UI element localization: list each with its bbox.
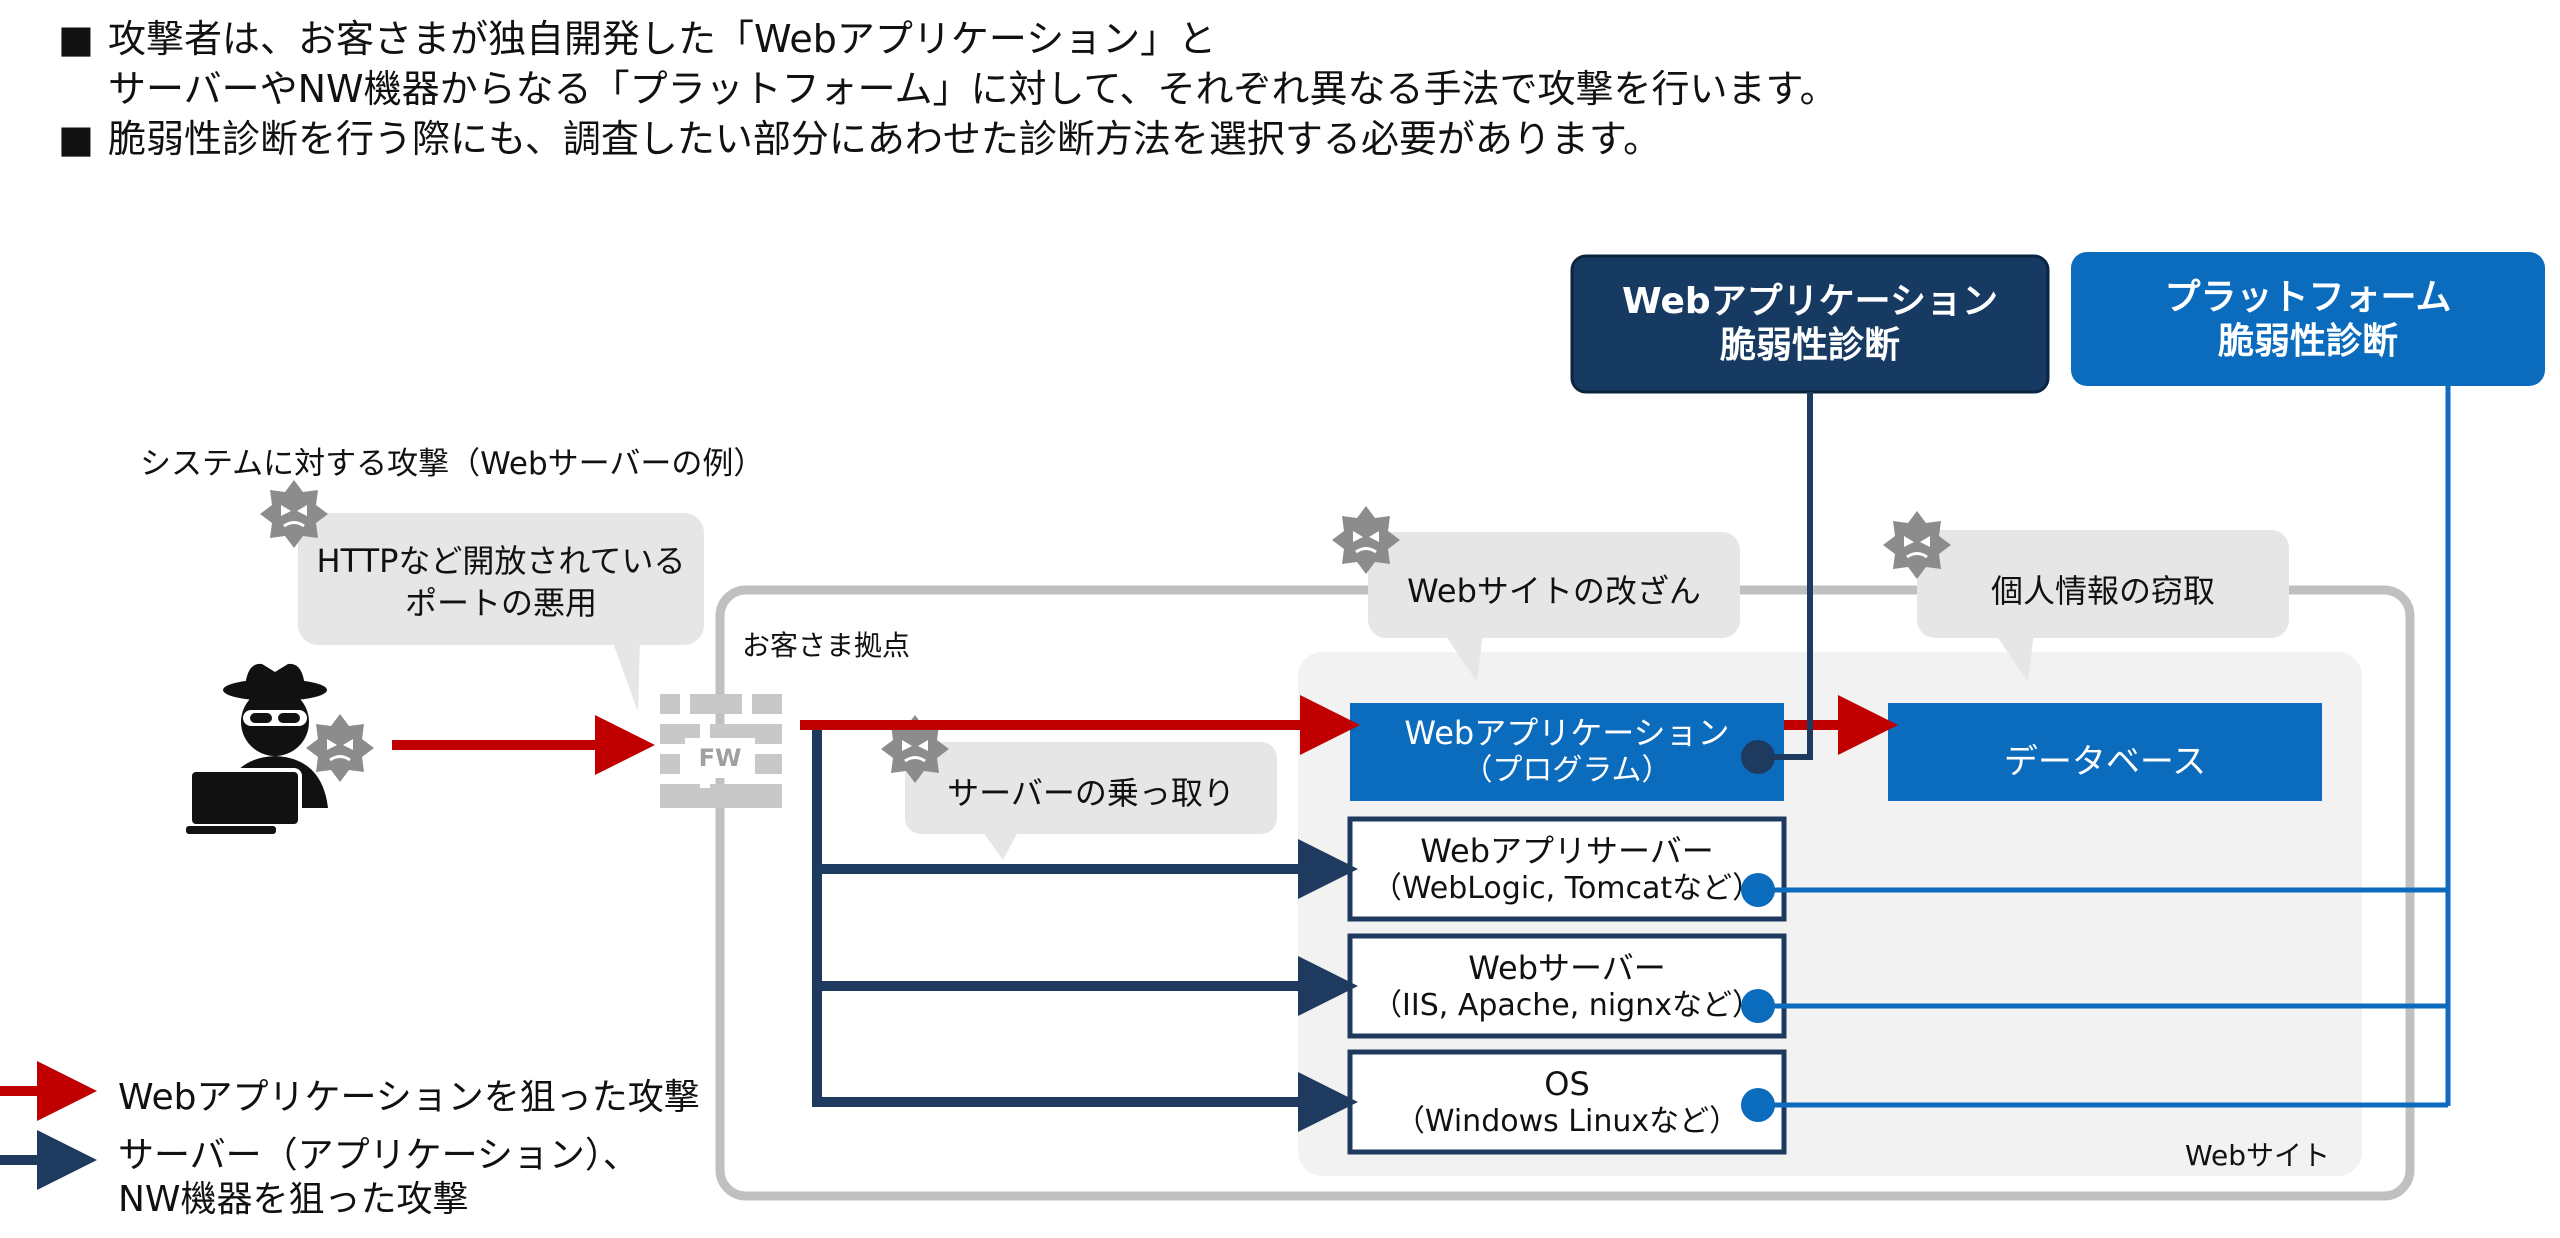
hacker-icon: [186, 663, 328, 834]
bullet-1-continuation: サーバーやNW機器からなる「プラットフォーム」に対して、それぞれ異なる手法で攻撃…: [108, 67, 1838, 111]
webapp-program-line2: （プログラム）: [1462, 753, 1672, 788]
legend-red-label: Webアプリケーションを狙った攻撃: [118, 1077, 700, 1118]
bullet-mark: ■: [58, 17, 94, 61]
webapp-program-text: Webアプリケーション （プログラム）: [1350, 714, 1784, 790]
webapp-program-line1: Webアプリケーション: [1404, 714, 1730, 752]
web-server-line2: （IIS, Apache, nignxなど）: [1372, 988, 1762, 1023]
web-server-line1: Webサーバー: [1468, 949, 1666, 987]
callout-defacement: [1368, 532, 1740, 682]
platform-diagnosis-box: [2071, 252, 2545, 386]
platform-diagnosis-connectors: [1758, 386, 2451, 1108]
webapp-diagnosis-connector: [1758, 392, 1813, 760]
virus-icon: [1330, 504, 1402, 576]
intro-bullets: ■ 攻撃者は、お客さまが独自開発した「Webアプリケーション」と サーバーやNW…: [58, 14, 1838, 164]
app-server-line1: Webアプリサーバー: [1420, 832, 1714, 870]
os-line2: （Windows Linuxなど）: [1394, 1104, 1740, 1139]
connector-dot: [1741, 1088, 1775, 1122]
connector-dot: [1741, 740, 1775, 774]
webapp-diagnosis-label: Webアプリケーション 脆弱性診断: [1572, 280, 2048, 368]
callout-port-abuse-text: HTTPなど開放されている ポートの悪用: [298, 540, 704, 624]
web-server-text: Webサーバー （IIS, Apache, nignxなど）: [1350, 949, 1784, 1025]
callout-port-abuse: [298, 513, 704, 712]
legend-navy-line1: サーバー（アプリケーション）、: [118, 1135, 639, 1176]
callout-port-abuse-line1: HTTPなど開放されている: [316, 542, 686, 580]
bullet-2-text: 脆弱性診断を行う際にも、調査したい部分にあわせた診断方法を選択する必要があります…: [108, 117, 1662, 161]
web-server-box: [1347, 933, 1787, 1039]
app-server-box: [1347, 816, 1787, 922]
legend-navy-line2: NW機器を狙った攻撃: [118, 1179, 469, 1220]
bullet-1-text: 攻撃者は、お客さまが独自開発した「Webアプリケーション」と: [108, 17, 1217, 61]
callout-defacement-text: Webサイトの改ざん: [1407, 572, 1701, 610]
webapp-diagnosis-line1: Webアプリケーション: [1622, 281, 1998, 322]
platform-diagnosis-label: プラットフォーム 脆弱性診断: [2071, 276, 2545, 364]
os-text: OS （Windows Linuxなど）: [1350, 1065, 1784, 1141]
legend-navy-label: サーバー（アプリケーション）、 NW機器を狙った攻撃: [118, 1134, 639, 1222]
callout-port-abuse-line2: ポートの悪用: [404, 584, 597, 622]
platform-diagnosis-line1: プラットフォーム: [2164, 277, 2452, 318]
callout-data-theft: [1917, 530, 2289, 682]
bullet-mark: ■: [58, 117, 94, 161]
callout-data-theft-text: 個人情報の窃取: [1990, 572, 2215, 610]
bullet-2: ■ 脆弱性診断を行う際にも、調査したい部分にあわせた診断方法を選択する必要があり…: [58, 114, 1838, 164]
virus-icon: [258, 478, 330, 550]
callout-server-takeover: [905, 742, 1277, 860]
app-server-text: Webアプリサーバー （WebLogic, Tomcatなど）: [1350, 832, 1784, 908]
app-server-line2: （WebLogic, Tomcatなど）: [1371, 871, 1763, 906]
os-line1: OS: [1544, 1065, 1590, 1103]
website-label: Webサイト: [2185, 1139, 2331, 1172]
database-box: [1888, 703, 2322, 801]
webapp-program-box: [1350, 703, 1784, 801]
database-text: データベース: [2003, 742, 2207, 782]
bullet-1: ■ 攻撃者は、お客さまが独自開発した「Webアプリケーション」と: [58, 14, 1838, 64]
platform-diagnosis-line2: 脆弱性診断: [2217, 321, 2398, 362]
firewall-icon: [660, 694, 782, 808]
webapp-diagnosis-line2: 脆弱性診断: [1719, 325, 1900, 366]
virus-icon: [304, 712, 376, 784]
connector-dot: [1741, 989, 1775, 1023]
callout-server-takeover-text: サーバーの乗っ取り: [947, 774, 1235, 812]
system-attack-caption: システムに対する攻撃（Webサーバーの例）: [140, 446, 765, 482]
customer-site-label: お客さま拠点: [742, 629, 911, 662]
connector-dot: [1741, 873, 1775, 907]
firewall-label: FW: [698, 744, 742, 772]
